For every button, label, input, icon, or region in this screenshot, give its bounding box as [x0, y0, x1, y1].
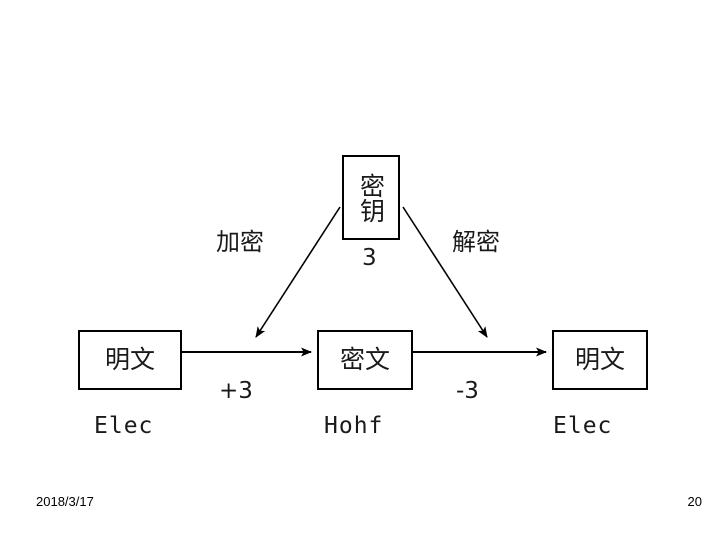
- footer-date: 2018/3/17: [36, 494, 94, 509]
- footer-page-number: 20: [687, 494, 702, 509]
- plaintext-left-code: Elec: [94, 413, 154, 439]
- ciphertext-label: 密文: [339, 344, 390, 374]
- key-box: 密钥: [342, 155, 400, 240]
- shift-plus-label: +3: [219, 378, 253, 404]
- edge-key-to-decrypt: [402, 206, 488, 338]
- edge-key-to-encrypt: [255, 206, 341, 338]
- shift-minus-label: -3: [456, 378, 479, 404]
- plaintext-left-label: 明文: [104, 344, 155, 374]
- plaintext-left-box: 明文: [78, 330, 182, 390]
- plaintext-right-box: 明文: [552, 330, 648, 390]
- plaintext-right-code: Elec: [553, 413, 613, 439]
- plaintext-right-label: 明文: [574, 344, 625, 374]
- decrypt-label: 解密: [452, 228, 500, 256]
- key-box-label: 密钥: [356, 172, 386, 223]
- key-value-label: 3: [362, 245, 377, 271]
- ciphertext-box: 密文: [317, 330, 413, 390]
- ciphertext-code: Hohf: [324, 413, 384, 439]
- encrypt-label: 加密: [216, 228, 264, 256]
